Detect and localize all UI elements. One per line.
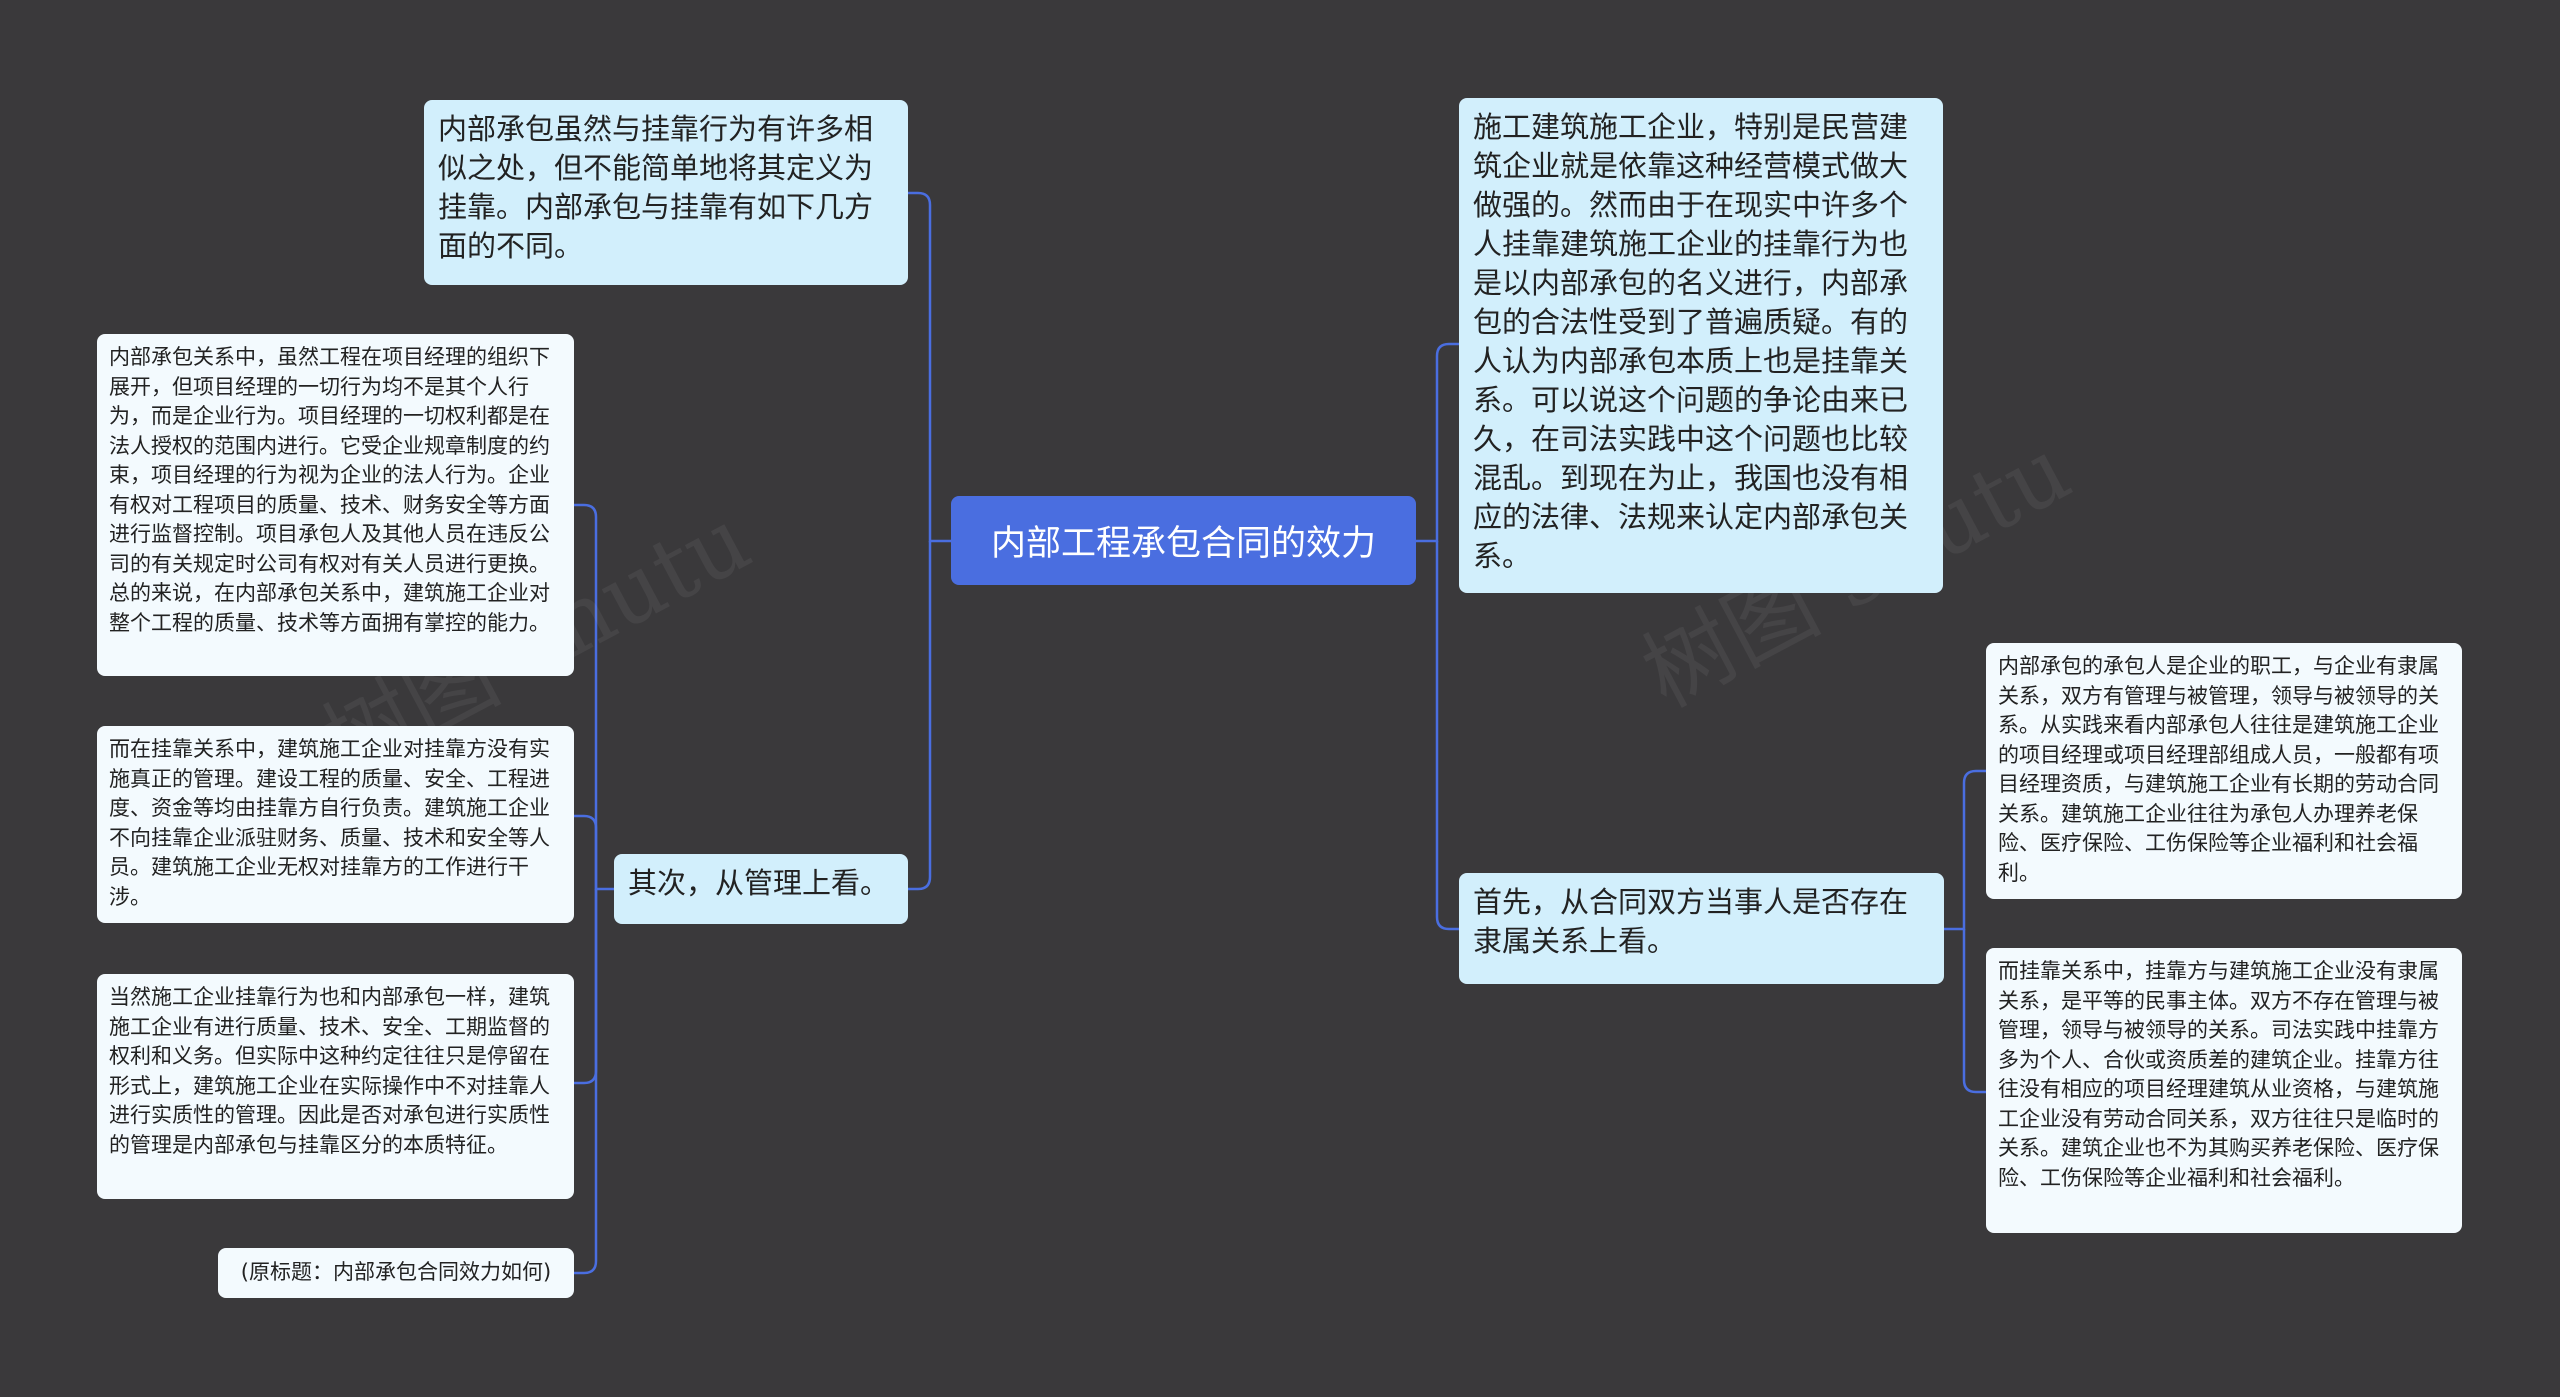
connector-root-to-management — [908, 541, 932, 891]
management-detail-source[interactable]: (原标题：内部承包合同效力如何) — [218, 1248, 574, 1298]
management-detail-internal-text: 内部承包关系中，虽然工程在项目经理的组织下展开，但项目经理的一切行为均不是其个人… — [109, 345, 550, 635]
management-detail-affiliation[interactable]: 而在挂靠关系中，建筑施工企业对挂靠方没有实施真正的管理。建设工程的质量、安全、工… — [97, 726, 574, 923]
topic-right-background[interactable]: 施工建筑施工企业，特别是民营建筑企业就是依靠这种经营模式做大做强的。然而由于在现… — [1459, 98, 1943, 593]
topic-parties[interactable]: 首先，从合同双方当事人是否存在隶属关系上看。 — [1459, 873, 1944, 984]
connector-management-to-detail-2 — [574, 814, 598, 889]
connector-root-to-parties — [1435, 541, 1459, 931]
connector-root-to-left — [908, 191, 951, 543]
connector-management-to-detail-1 — [574, 503, 614, 891]
management-detail-essence[interactable]: 当然施工企业挂靠行为也和内部承包一样，建筑施工企业有进行质量、技术、安全、工期监… — [97, 974, 574, 1199]
topic-left-intro-text: 内部承包虽然与挂靠行为有许多相似之处，但不能简单地将其定义为挂靠。内部承包与挂靠… — [438, 112, 874, 263]
connector-management-to-detail-4 — [574, 889, 598, 1275]
root-topic-label: 内部工程承包合同的效力 — [990, 524, 1376, 564]
management-detail-source-text: (原标题：内部承包合同效力如何) — [240, 1260, 552, 1285]
connector-parties-to-detail-2 — [1962, 929, 1986, 1094]
connector-parties-to-detail-1 — [1944, 769, 1986, 931]
parties-detail-affiliation[interactable]: 而挂靠关系中，挂靠方与建筑施工企业没有隶属关系，是平等的民事主体。双方不存在管理… — [1986, 948, 2462, 1233]
topic-right-background-text: 施工建筑施工企业，特别是民营建筑企业就是依靠这种经营模式做大做强的。然而由于在现… — [1473, 110, 1909, 573]
management-detail-affiliation-text: 而在挂靠关系中，建筑施工企业对挂靠方没有实施真正的管理。建设工程的质量、安全、工… — [109, 737, 550, 909]
management-detail-internal[interactable]: 内部承包关系中，虽然工程在项目经理的组织下展开，但项目经理的一切行为均不是其个人… — [97, 334, 574, 676]
topic-management[interactable]: 其次，从管理上看。 — [614, 854, 908, 924]
root-topic[interactable]: 内部工程承包合同的效力 — [951, 496, 1416, 585]
management-detail-essence-text: 当然施工企业挂靠行为也和内部承包一样，建筑施工企业有进行质量、技术、安全、工期监… — [109, 985, 550, 1157]
topic-management-label: 其次，从管理上看。 — [628, 866, 890, 900]
connector-root-to-right — [1416, 342, 1459, 543]
parties-detail-affiliation-text: 而挂靠关系中，挂靠方与建筑施工企业没有隶属关系，是平等的民事主体。双方不存在管理… — [1998, 959, 2439, 1190]
connector-management-to-detail-3 — [574, 889, 598, 1085]
parties-detail-internal-text: 内部承包的承包人是企业的职工，与企业有隶属关系，双方有管理与被管理，领导与被领导… — [1998, 654, 2439, 885]
topic-parties-label: 首先，从合同双方当事人是否存在隶属关系上看。 — [1473, 885, 1909, 958]
parties-detail-internal[interactable]: 内部承包的承包人是企业的职工，与企业有隶属关系，双方有管理与被管理，领导与被领导… — [1986, 643, 2462, 899]
topic-left-intro[interactable]: 内部承包虽然与挂靠行为有许多相似之处，但不能简单地将其定义为挂靠。内部承包与挂靠… — [424, 100, 908, 285]
